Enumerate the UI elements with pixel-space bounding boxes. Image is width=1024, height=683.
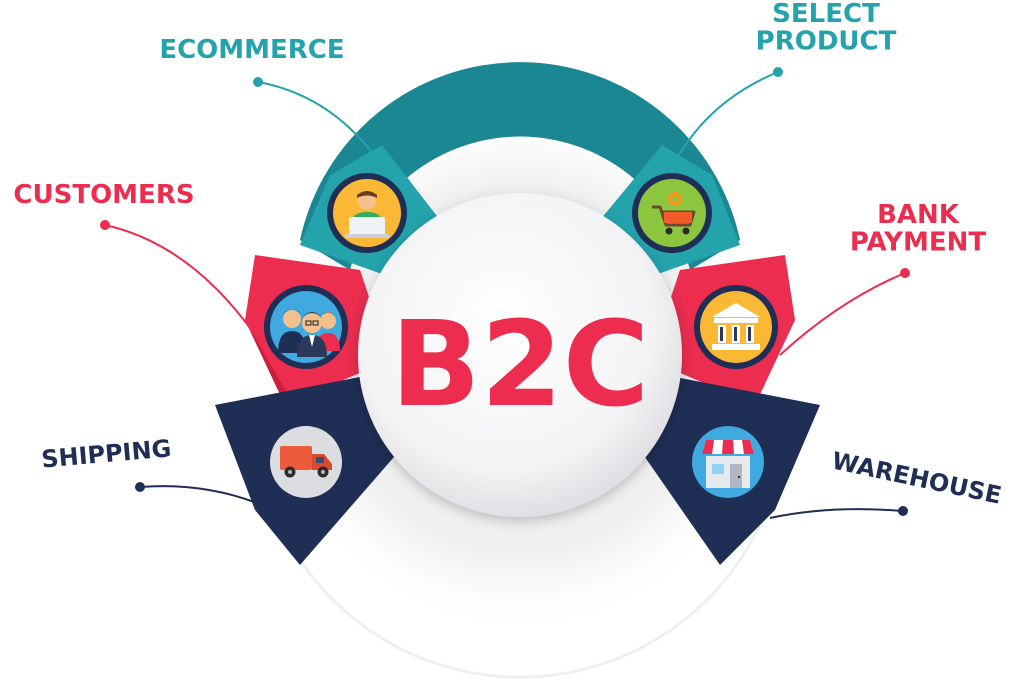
node-bank-payment bbox=[694, 285, 778, 369]
label-line: SELECT bbox=[772, 0, 880, 29]
shopping-cart-icon bbox=[652, 192, 696, 235]
label-shipping: SHIPPING bbox=[40, 434, 172, 473]
label-line: SHIPPING bbox=[40, 434, 172, 473]
svg-text:SHIPPING: SHIPPING bbox=[40, 434, 172, 473]
dot-customers bbox=[100, 220, 110, 230]
connector-bank-payment bbox=[779, 272, 906, 356]
node-shipping bbox=[264, 420, 348, 504]
svg-text:ECOMMERCE: ECOMMERCE bbox=[159, 35, 344, 65]
connector-ecommerce bbox=[257, 81, 379, 161]
label-line: PRODUCT bbox=[756, 26, 897, 56]
label-line: ECOMMERCE bbox=[159, 35, 344, 65]
label-line: WAREHOUSE bbox=[829, 447, 1004, 510]
label-ecommerce: ECOMMERCE bbox=[159, 35, 344, 65]
dot-bank-payment bbox=[900, 268, 910, 278]
center-title: B2C bbox=[391, 295, 650, 433]
node-ecommerce bbox=[327, 173, 407, 253]
node-customers bbox=[264, 285, 348, 369]
connector-shipping bbox=[139, 485, 263, 506]
node-warehouse bbox=[686, 420, 770, 504]
outer-arc bbox=[268, 499, 772, 679]
delivery-truck-icon bbox=[280, 446, 332, 478]
label-line: PAYMENT bbox=[850, 227, 987, 257]
dot-select-product bbox=[773, 67, 783, 77]
label-warehouse: WAREHOUSE bbox=[829, 447, 1004, 510]
svg-text:WAREHOUSE: WAREHOUSE bbox=[829, 447, 1004, 510]
connector-lines bbox=[104, 71, 906, 519]
label-line: BANK bbox=[877, 200, 960, 230]
teal-arc-band bbox=[300, 62, 740, 270]
connector-warehouse bbox=[769, 508, 904, 519]
people-group-icon bbox=[278, 309, 340, 357]
laptop-user-icon bbox=[345, 191, 389, 238]
label-line: CUSTOMERS bbox=[13, 180, 194, 210]
connector-dots bbox=[100, 67, 910, 516]
dot-ecommerce bbox=[253, 77, 263, 87]
bank-icon bbox=[712, 303, 760, 350]
node-select-product bbox=[632, 173, 712, 253]
storefront-icon bbox=[702, 440, 754, 488]
hub-circle bbox=[358, 193, 682, 517]
dot-shipping bbox=[135, 482, 145, 492]
dot-warehouse bbox=[898, 506, 908, 516]
connector-customers bbox=[104, 224, 263, 346]
svg-text:CUSTOMERS: CUSTOMERS bbox=[13, 180, 194, 210]
label-customers: CUSTOMERS bbox=[13, 180, 194, 210]
connector-select-product bbox=[675, 71, 779, 161]
